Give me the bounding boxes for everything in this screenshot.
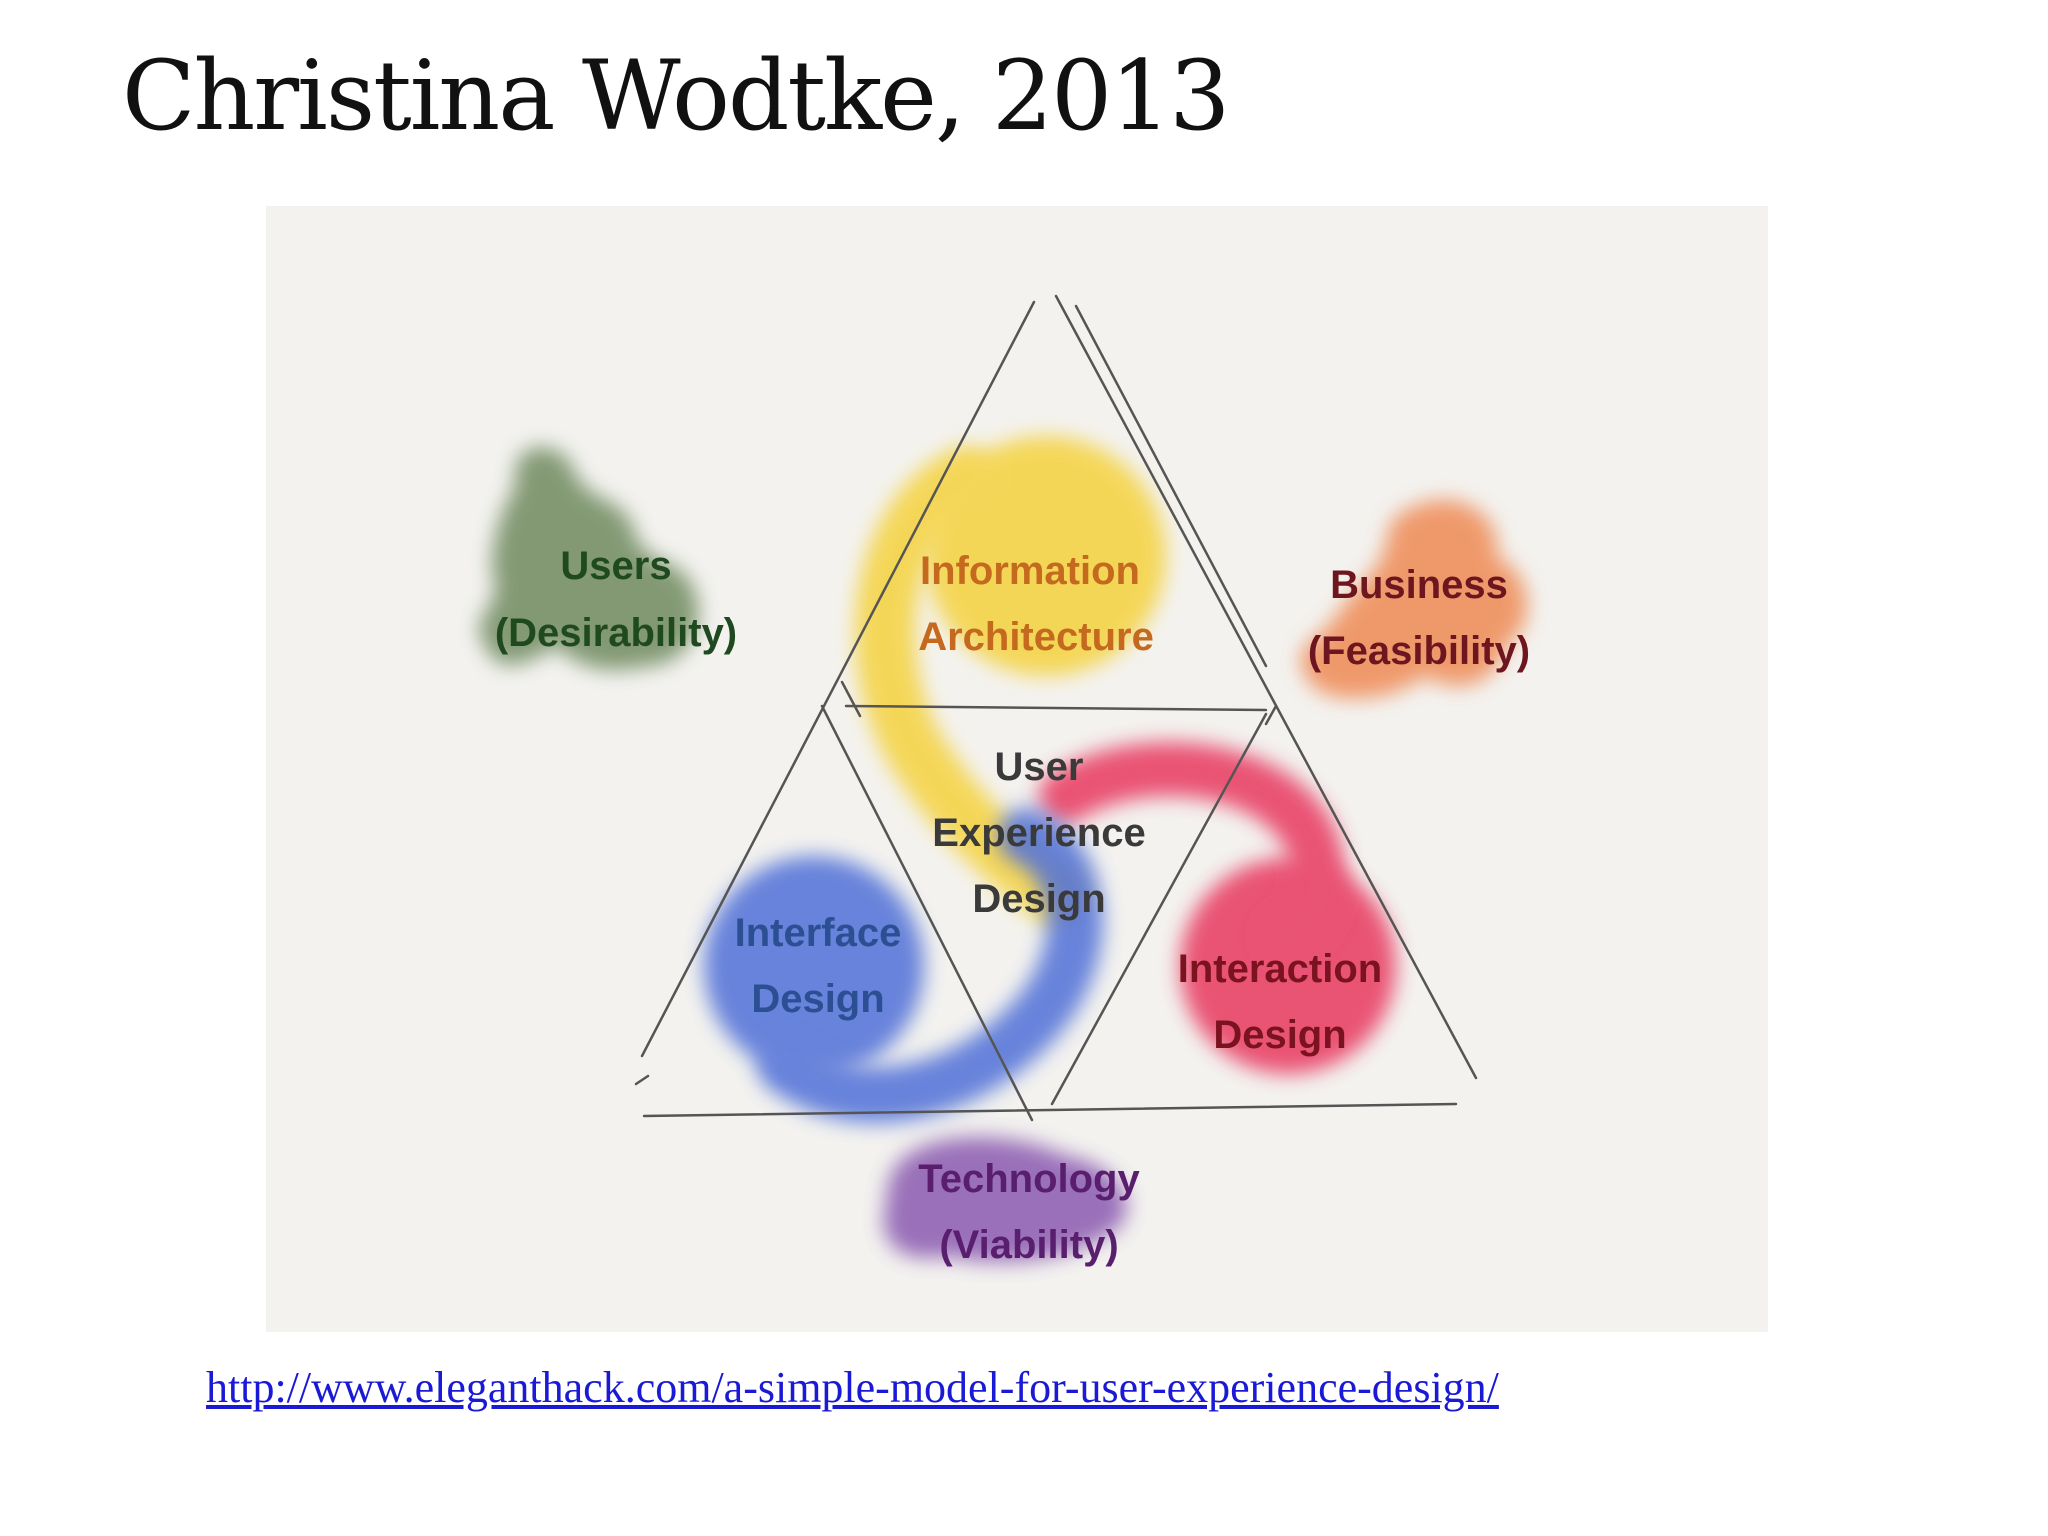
inner-left-edge	[820, 704, 1034, 1122]
diagram-canvas: Users (Desirability) Information Archite…	[479, 294, 1530, 1267]
ia-label-line-2: Architecture	[918, 615, 1154, 659]
technology-label-line-1: Technology	[918, 1157, 1140, 1201]
interaction-swirl-head	[1180, 858, 1396, 1074]
interaction-label-line-1: Interaction	[1178, 947, 1382, 991]
technology-label: Technology (Viability)	[918, 1157, 1140, 1267]
users-blob-shape	[479, 447, 699, 670]
inner-right-edge-overshoot	[1264, 704, 1278, 726]
technology-label-line-2: (Viability)	[939, 1223, 1118, 1267]
interface-design-label: Interface Design	[735, 911, 902, 1021]
interaction-label-line-2: Design	[1213, 1013, 1346, 1057]
ia-label-line-1: Information	[920, 549, 1140, 593]
information-architecture-swirl	[855, 436, 1166, 926]
users-label-line-1: Users	[560, 544, 671, 588]
center-label-line-3: Design	[972, 877, 1105, 921]
triangle-lines	[634, 294, 1478, 1122]
inner-top-edge	[844, 704, 1268, 712]
business-blob	[1300, 499, 1528, 699]
business-label-line-2: (Feasibility)	[1308, 629, 1530, 673]
technology-blob	[883, 1137, 1127, 1262]
slide-title: Christina Wodtke, 2013	[122, 40, 1230, 152]
center-label-line-2: Experience	[932, 811, 1145, 855]
source-link[interactable]: http://www.eleganthack.com/a-simple-mode…	[206, 1363, 1499, 1412]
center-label: User Experience Design	[932, 745, 1145, 921]
ux-model-diagram: Users (Desirability) Information Archite…	[266, 206, 1768, 1332]
business-label: Business (Feasibility)	[1308, 563, 1530, 673]
outer-bottom-left-tick	[634, 1074, 650, 1086]
users-label: Users (Desirability)	[495, 544, 737, 655]
outer-left-edge	[640, 300, 1036, 1058]
interface-swirl-tail	[758, 808, 1103, 1123]
users-label-line-2: (Desirability)	[495, 611, 737, 655]
outer-right-edge-overshoot	[1074, 304, 1268, 668]
interaction-design-label: Interaction Design	[1178, 947, 1382, 1057]
ia-swirl-tail	[855, 446, 1086, 926]
outer-right-edge	[1054, 294, 1478, 1080]
interface-label-line-2: Design	[751, 977, 884, 1021]
center-label-line-1: User	[995, 745, 1084, 789]
technology-blob-shape	[883, 1137, 1127, 1262]
business-blob-shape	[1300, 499, 1528, 699]
inner-left-edge-overshoot	[840, 680, 862, 718]
information-architecture-label: Information Architecture	[918, 549, 1154, 659]
inner-right-edge	[1050, 712, 1268, 1106]
interface-design-swirl	[704, 808, 1103, 1123]
interface-swirl-head	[704, 856, 924, 1076]
outer-bottom-edge	[642, 1102, 1458, 1118]
users-blob	[479, 447, 699, 670]
interaction-swirl-tail	[1039, 742, 1346, 963]
interface-label-line-1: Interface	[735, 911, 902, 955]
interaction-design-swirl	[1039, 742, 1396, 1074]
business-label-line-1: Business	[1330, 563, 1508, 607]
